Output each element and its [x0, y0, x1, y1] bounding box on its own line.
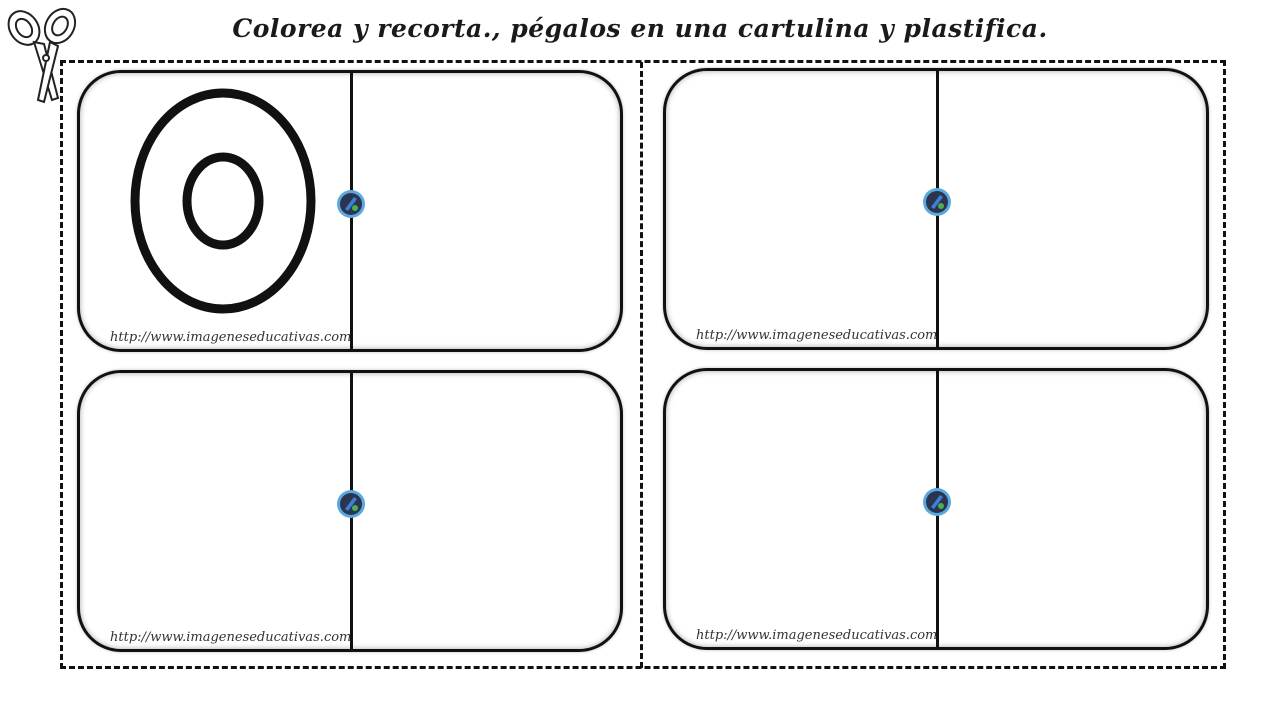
- domino-card-top-right: http://www.imageneseducativas.com: [663, 68, 1209, 350]
- card-watermark: http://www.imageneseducativas.com: [696, 328, 938, 343]
- card-watermark: http://www.imageneseducativas.com: [110, 630, 352, 645]
- letter-o-outline: [130, 88, 316, 314]
- page-instruction: Colorea y recorta., pégalos en una cartu…: [232, 14, 1048, 43]
- logo-badge-icon: [337, 490, 365, 518]
- logo-badge-icon: [337, 190, 365, 218]
- domino-card-bottom-right: http://www.imageneseducativas.com: [663, 368, 1209, 650]
- domino-card-top-left: O http://www.imageneseducativas.com: [77, 70, 623, 352]
- scissors-icon: [7, 7, 77, 104]
- card-watermark: http://www.imageneseducativas.com: [110, 330, 352, 345]
- card-watermark: http://www.imageneseducativas.com: [696, 628, 938, 643]
- cut-guide-frame: [60, 60, 1226, 669]
- cut-guide-divider: [640, 62, 643, 668]
- logo-badge-icon: [923, 188, 951, 216]
- logo-badge-icon: [923, 488, 951, 516]
- domino-card-bottom-left: http://www.imageneseducativas.com: [77, 370, 623, 652]
